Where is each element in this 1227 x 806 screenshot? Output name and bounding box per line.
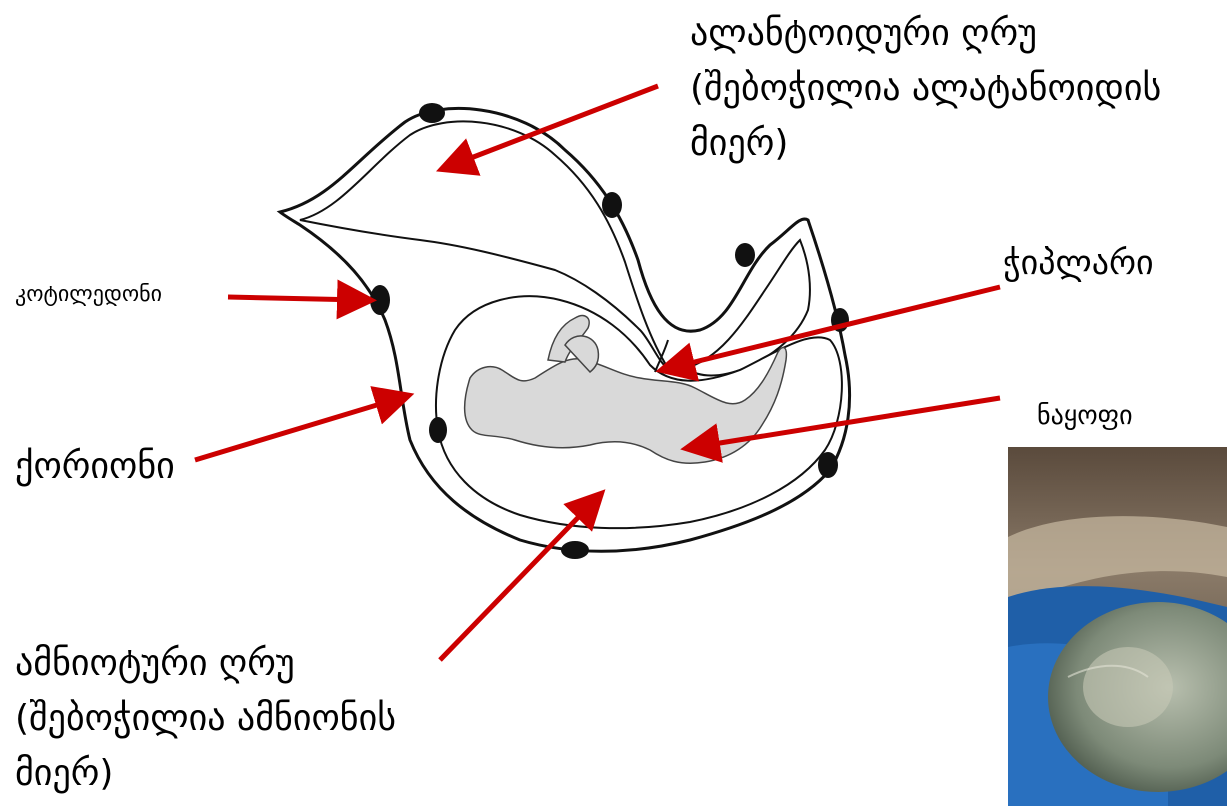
- cotyledon: [602, 192, 622, 218]
- cotyledon: [429, 417, 447, 443]
- label-allantoic-cavity: ალანტოიდური ღრუ (შებოჭილია ალატანოიდის მ…: [690, 6, 1161, 171]
- label-allantoic-line-2: (შებოჭილია ალატანოიდის: [690, 61, 1161, 116]
- label-chorion: ქორიონი: [15, 446, 175, 487]
- label-allantoic-line-1: ალანტოიდური ღრუ: [690, 6, 1161, 61]
- label-amniotic-line-2: (შებოჭილია ამნიონის: [15, 691, 396, 746]
- cotyledon: [735, 243, 755, 267]
- label-allantoic-line-3: მიერ): [690, 116, 1161, 171]
- label-amniotic-line-3: მიერ): [15, 746, 396, 801]
- label-fetus: ნაყოფი: [1037, 401, 1133, 431]
- cotyledon: [818, 452, 838, 478]
- label-umbilical-cord: ჭიპლარი: [1003, 243, 1154, 283]
- arrow-chorion: [195, 398, 400, 460]
- cotyledon: [419, 103, 445, 123]
- specimen-photo: [1008, 447, 1227, 806]
- arrow-cotyledons: [228, 297, 362, 300]
- cotyledon: [370, 285, 390, 315]
- label-amniotic-cavity: ამნიოტური ღრუ (შებოჭილია ამნიონის მიერ): [15, 636, 396, 801]
- cotyledon: [561, 541, 589, 559]
- label-amniotic-line-1: ამნიოტური ღრუ: [15, 636, 396, 691]
- label-cotyledons: კოტილედონი: [15, 282, 162, 307]
